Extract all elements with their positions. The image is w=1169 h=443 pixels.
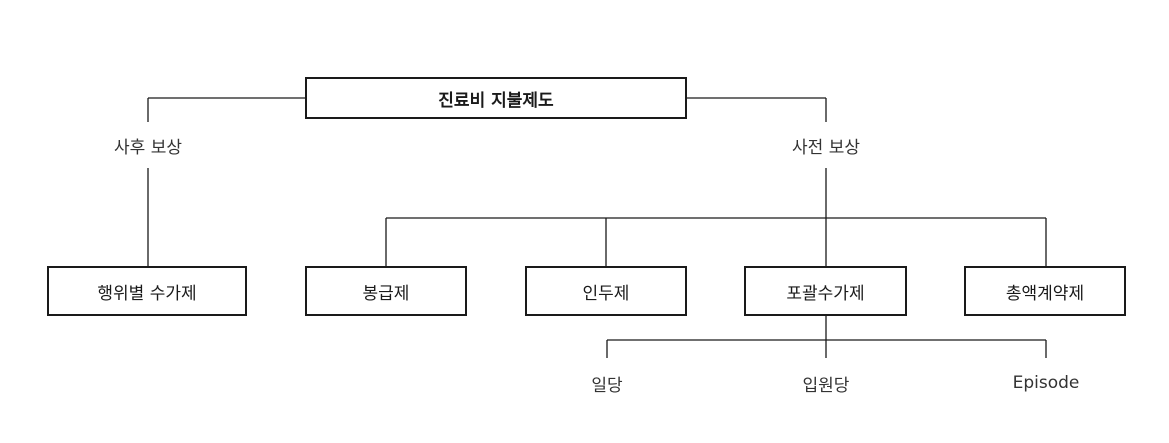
node-capitation-label: 인두제 [582, 283, 630, 304]
node-global-budget: 총액계약제 [964, 266, 1126, 316]
node-fee-for-service: 행위별 수가제 [47, 266, 247, 316]
root-label: 진료비 지불제도 [438, 90, 554, 111]
unit-episode: Episode [996, 368, 1096, 398]
node-global-budget-label: 총액계약제 [1005, 283, 1085, 304]
node-capitation: 인두제 [525, 266, 687, 316]
branch-retrospective: 사후 보상 [88, 130, 208, 160]
node-salary: 봉급제 [305, 266, 467, 316]
root-node: 진료비 지불제도 [305, 77, 687, 119]
branch-prospective: 사전 보상 [766, 130, 886, 160]
unit-per-admission: 입원당 [776, 368, 876, 398]
unit-per-admission-label: 입원당 [802, 375, 850, 396]
node-salary-label: 봉급제 [362, 283, 410, 304]
unit-per-diem-label: 일당 [591, 375, 623, 396]
unit-per-diem: 일당 [567, 368, 647, 398]
unit-episode-label: Episode [1012, 373, 1080, 393]
node-bundled: 포괄수가제 [744, 266, 907, 316]
branch-retrospective-label: 사후 보상 [114, 137, 182, 158]
branch-prospective-label: 사전 보상 [792, 137, 860, 158]
node-fee-for-service-label: 행위별 수가제 [97, 283, 197, 304]
node-bundled-label: 포괄수가제 [786, 283, 865, 304]
